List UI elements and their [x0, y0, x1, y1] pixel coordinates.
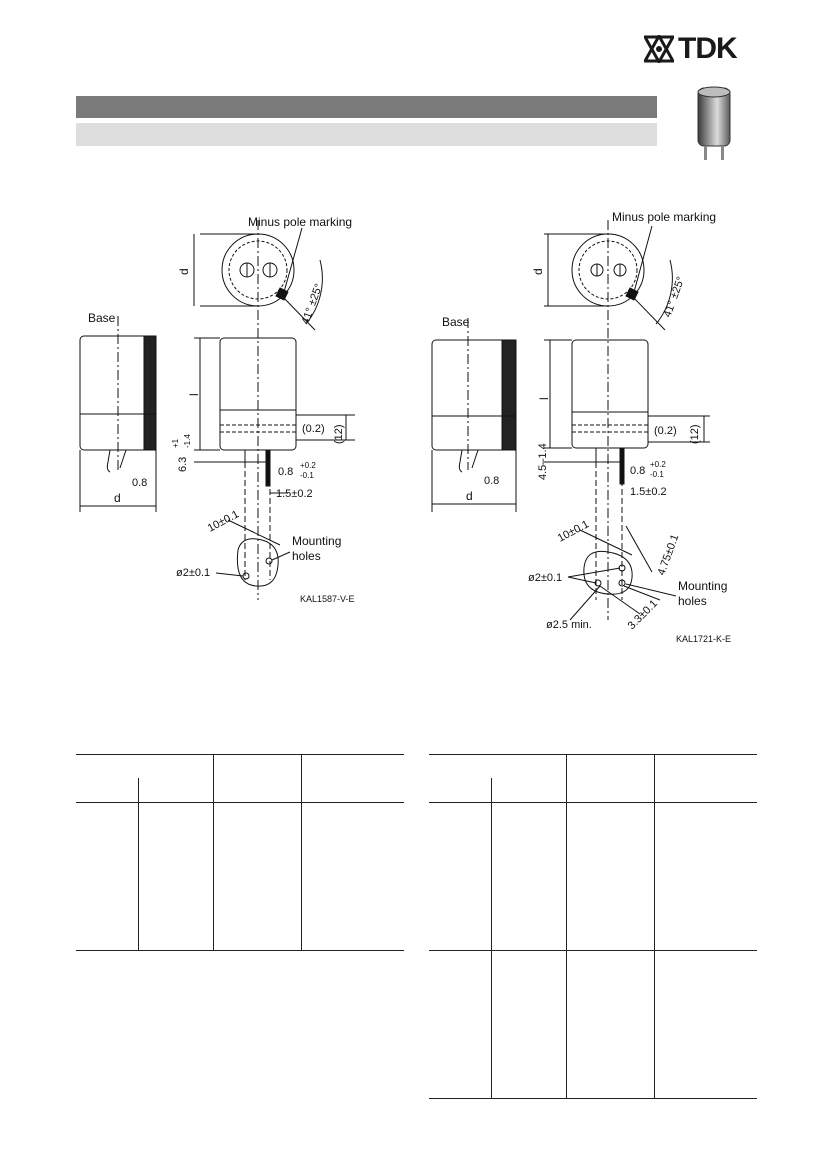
dim-10: 10±0.1 — [206, 508, 241, 534]
spec-table-left — [76, 754, 404, 951]
dim-6-3: 6.3 — [177, 457, 189, 472]
minus-pole-label: Minus pole marking — [612, 210, 716, 224]
dim-6-3-tol-minus: -1.4 — [183, 434, 192, 448]
dim-l: l — [187, 393, 201, 396]
dim-4-5: 4.5–1.4 — [537, 443, 549, 480]
dim-phi2: ø2±0.1 — [528, 572, 562, 584]
base-label: Base — [88, 311, 116, 325]
mounting-label-1: Mounting — [678, 579, 727, 593]
drawing-ref-left: KAL1587-V-E — [300, 594, 355, 604]
side-view-body — [219, 337, 297, 451]
dim-0-8-tol-minus: -0.1 — [300, 471, 314, 480]
spec-table-right — [429, 754, 757, 1099]
dim-12: (12) — [333, 424, 345, 444]
dim-d-bottom: d — [466, 489, 473, 503]
mounting-hole-outline — [236, 538, 279, 587]
dim-4-75: 4.75±0.1 — [656, 533, 682, 577]
minus-pole-label: Minus pole marking — [248, 215, 352, 229]
dim-0-8: 0.8 — [278, 466, 293, 478]
dim-1-5: 1.5±0.2 — [630, 486, 667, 498]
dim-0-8-side: 0.8 — [132, 477, 147, 489]
drawing-ref-right: KAL1721-K-E — [676, 634, 731, 644]
dim-10: 10±0.1 — [556, 518, 591, 544]
dim-3-3: 3.3±0.1 — [626, 598, 660, 632]
dim-1-5: 1.5±0.2 — [276, 488, 313, 500]
base-label: Base — [442, 315, 470, 329]
dim-0-2: (0.2) — [302, 423, 325, 435]
dim-0-8-tol-plus: +0.2 — [300, 461, 316, 470]
dim-phi25: ø2.5 min. — [546, 619, 592, 631]
dim-0-8: 0.8 — [630, 465, 645, 477]
subtitle-bar — [76, 123, 657, 146]
dim-0-8-tol-plus: +0.2 — [650, 460, 666, 469]
dim-0-2: (0.2) — [654, 425, 677, 437]
dim-0-8-side: 0.8 — [484, 475, 499, 487]
mounting-label-2: holes — [678, 594, 707, 608]
brand-name: TDK — [678, 32, 738, 65]
dim-6-3-tol-plus: +1 — [171, 438, 180, 448]
dim-12: (12) — [689, 424, 701, 444]
dim-d-top: d — [531, 268, 545, 275]
dimension-drawing-left: d 41° ±25° Minus pole marking l 6.3 +1 -… — [79, 215, 355, 604]
dim-0-8-tol-minus: -0.1 — [650, 470, 664, 479]
dim-d-top: d — [177, 268, 191, 275]
title-bar — [76, 96, 657, 118]
mounting-label-2: holes — [292, 549, 321, 563]
dimension-drawing-right: d 41° ±25° Minus pole marking l 4.5–1.4 … — [431, 210, 731, 644]
tdk-logo: TDK — [644, 32, 760, 65]
dim-angle: 41° ±25° — [300, 282, 326, 326]
dim-d-bottom: d — [114, 491, 121, 505]
tdk-emblem-icon — [644, 35, 674, 63]
mounting-label-1: Mounting — [292, 534, 341, 548]
side-view-body — [571, 339, 649, 449]
dim-l: l — [537, 397, 551, 400]
dim-phi2: ø2±0.1 — [176, 567, 210, 579]
capacitor-thumbnail-icon — [697, 86, 731, 160]
dim-angle: 41° ±25° — [662, 275, 688, 319]
